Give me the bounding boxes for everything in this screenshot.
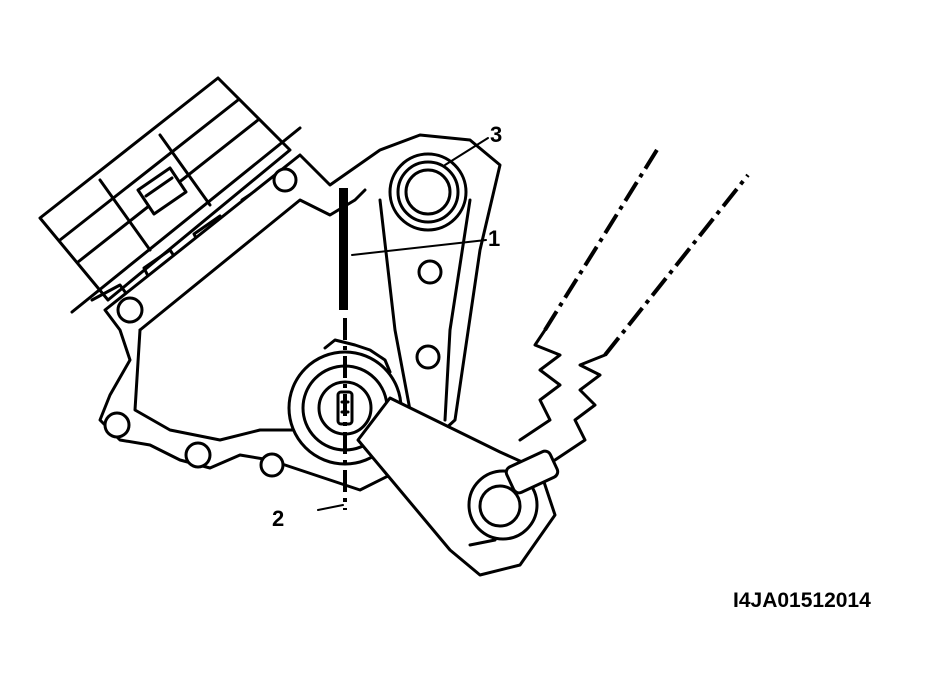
mount-hole-4 [184,441,212,469]
mount-hole-1 [116,296,144,324]
bracket-hole-2 [415,344,441,370]
figure-code: I4JA01512014 [733,589,871,612]
mount-hole-5 [259,452,285,478]
mount-hole-3 [103,411,131,439]
cable-end-fitting [504,449,560,495]
callout-2: 2 [272,506,284,531]
shift-lever [356,396,560,577]
callout-3: 3 [490,122,502,147]
groove-line [339,188,348,310]
lever-nut [478,484,522,528]
mount-hole-2 [272,167,298,193]
control-cable [518,143,750,462]
leader-lines [317,137,489,511]
callout-1: 1 [488,226,500,251]
bracket-hole-1 [417,259,443,285]
top-bolt-inner [404,168,452,216]
